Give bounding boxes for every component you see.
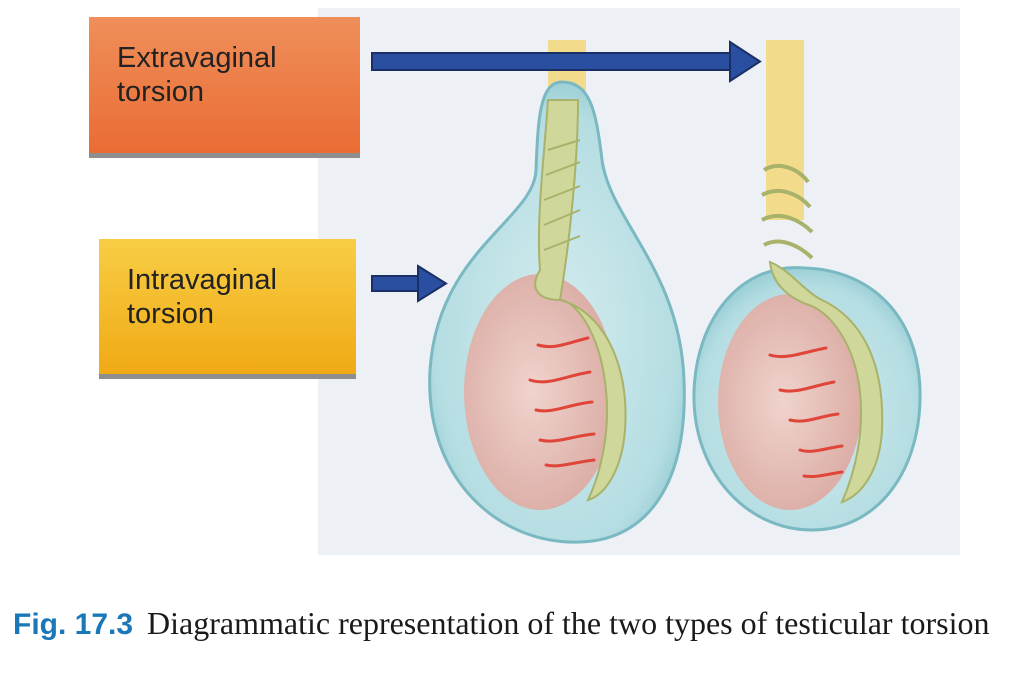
caption-text: Diagrammatic representation of the two t… <box>147 605 990 641</box>
right-cord-twist <box>761 163 814 260</box>
right-epididymis <box>768 260 884 504</box>
intravaginal-label-line-1: Intravaginal <box>127 264 277 296</box>
right-testis-illustration <box>692 40 922 532</box>
left-testis-illustration <box>428 40 686 544</box>
left-cord-twist <box>543 139 581 251</box>
figure-caption: Fig. 17.3 Diagrammatic representation of … <box>13 604 1033 644</box>
right-testicular-vessels <box>768 346 844 478</box>
intravaginal-label-line-2: torsion <box>127 298 215 330</box>
figure-number: Fig. 17.3 <box>13 608 134 641</box>
extravaginal-arrow <box>371 40 762 83</box>
intravaginal-arrow <box>371 264 448 303</box>
left-testis-body <box>464 274 616 510</box>
extravaginal-label-line-1: Extravaginal <box>117 42 277 74</box>
left-epididymis <box>534 99 627 502</box>
intravaginal-torsion-label: Intravaginal torsion <box>99 239 356 374</box>
extravaginal-torsion-label: Extravaginal torsion <box>89 17 360 153</box>
extravaginal-label-line-2: torsion <box>117 76 205 108</box>
left-testicular-vessels <box>528 336 596 468</box>
